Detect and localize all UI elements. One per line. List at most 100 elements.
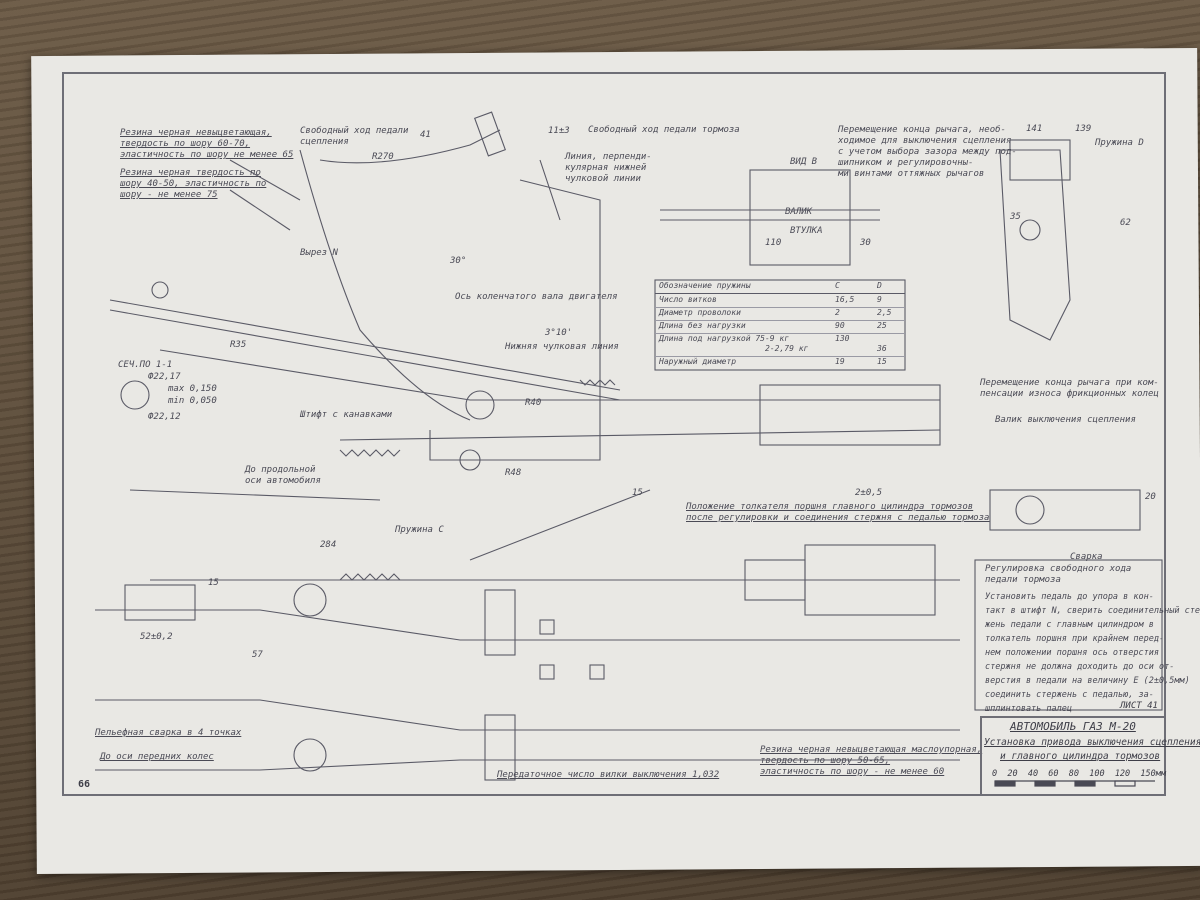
dim-r40: R40: [525, 398, 542, 408]
spring-d-box: [1009, 139, 1071, 181]
table-cell: 2,5: [877, 308, 892, 317]
title-block: [980, 716, 1164, 794]
note-rubber-bottom: Резина черная невыцветающая маслоупорная…: [760, 745, 983, 777]
table-cell: 2: [835, 308, 840, 317]
master-cylinder: [759, 384, 941, 446]
hole-1: [539, 619, 555, 635]
title-block-title: АВТОМОБИЛЬ ГАЗ М-20: [1010, 720, 1136, 733]
floor-outline: [429, 179, 601, 461]
title-block-subtitle-1: Установка привода выключения сцепления: [984, 737, 1200, 748]
table-row: Число витков 16,5 9: [655, 294, 905, 308]
dim-41: 41: [420, 130, 431, 140]
table-cell: 19: [835, 357, 845, 366]
label-pin-grooves: Штифт с канавками: [300, 410, 393, 420]
pedal-pad-brake: [473, 111, 507, 157]
table-row: Длина под нагрузкой 75-9 кг 130: [655, 333, 905, 346]
spring-c-upper: [579, 379, 616, 386]
rod-lower: [339, 429, 941, 441]
dim-11-3: 11±3: [548, 126, 570, 136]
table-row: Длина без нагрузки 90 25: [655, 320, 905, 334]
dim-110: 110: [765, 238, 782, 248]
table-cell: Число витков: [659, 295, 717, 304]
lower-line: [109, 309, 621, 401]
note-adjust-text: Установить педаль до упора в кон- такт в…: [985, 592, 1200, 714]
pedal-arm-brake: [319, 129, 501, 164]
table-header-c: C: [835, 281, 840, 290]
hole-3: [589, 664, 605, 680]
spring-lower: [339, 573, 401, 581]
note-gear-ratio: Передаточное число вилки выключения 1,03…: [497, 770, 720, 780]
hole-2: [539, 664, 555, 680]
dim-r48: R48: [505, 468, 522, 478]
dim-15b: 15: [632, 488, 643, 498]
table-cell: 2-2,79 кг: [765, 344, 809, 353]
label-section: СЕЧ.ПО 1-1: [118, 360, 173, 370]
table-cell: 90: [835, 321, 845, 330]
frame-rail-outer: [95, 759, 960, 771]
roller-lower: [293, 583, 327, 617]
lever-pivot: [1019, 219, 1041, 241]
table-header-d: D: [877, 281, 882, 290]
rod-main: [159, 349, 940, 401]
label-spring-d: Пружина D: [1095, 138, 1144, 148]
view-b-body: [749, 169, 851, 266]
dim-35: 35: [1010, 212, 1021, 222]
section-circle: [120, 380, 150, 410]
table-row: Наружный диаметр 19 15: [655, 356, 905, 369]
table-cell: 36: [877, 344, 887, 353]
lever-detail: [999, 149, 1071, 341]
table-cell: Длина под нагрузкой 75-9 кг: [659, 334, 790, 343]
dim-d22-12: Ф22,12: [148, 412, 181, 422]
table-cell: 25: [877, 321, 887, 330]
scale-bar: [994, 780, 1155, 787]
bracket-left: [124, 584, 196, 621]
shaft-assembly: [989, 489, 1141, 531]
table-cell: 9: [877, 295, 882, 304]
label-cut-n: Вырез N: [300, 248, 338, 258]
label-lower-line: Нижняя чулковая линия: [505, 342, 619, 352]
sheet-label: ЛИСТ 41: [1120, 701, 1158, 711]
label-sleeve: ВТУЛКА: [790, 226, 823, 236]
label-adjust-title: Регулировка свободного хода педали тормо…: [985, 564, 1132, 585]
label-longitudinal-axis: До продольной оси автомобиля: [245, 465, 321, 486]
scale-labels: 0 20 40 60 80 100 120 150мм: [992, 769, 1166, 779]
dim-15a: 15: [208, 578, 219, 588]
dim-r270: R270: [372, 152, 394, 162]
title-block-subtitle-2: и главного цилиндра тормозов: [1000, 751, 1161, 762]
table-cell: Диаметр проволоки: [659, 308, 741, 317]
table-cell: 15: [877, 357, 887, 366]
dim-r35: R35: [230, 340, 247, 350]
note-front-axle: До оси передних колес: [100, 752, 214, 762]
label-shaft-title: Валик выключения сцепления: [995, 415, 1136, 425]
note-free-travel-clutch: Свободный ход педали сцепления: [300, 126, 409, 147]
dim-3-10: 3°10': [545, 328, 573, 338]
table-outline: [654, 279, 906, 371]
note-welded: Пельефная сварка в 4 точках: [95, 728, 242, 738]
note-rubber-mid: Резина черная твердость по шору 40-50, э…: [120, 168, 267, 200]
spring-table: Обозначение пружины C D Число витков 16,…: [655, 280, 905, 370]
leader-1: [229, 159, 301, 201]
spring-upper: [339, 449, 401, 457]
pivot-left: [151, 281, 169, 299]
dim-30deg: 30°: [450, 256, 467, 266]
frame-rail-top: [95, 609, 960, 641]
label-spring-c: Пружина С: [395, 525, 444, 535]
label-view-b: ВИД В: [790, 157, 818, 167]
label-assembly: Сварка: [1070, 552, 1103, 562]
dim-2-05: 2±0,5: [855, 488, 883, 498]
roller-bottom: [293, 738, 327, 772]
note-comp-lever: Перемещение конца рычага при ком- пенсац…: [980, 378, 1159, 399]
note-free-travel-brake: Свободный ход педали тормоза: [588, 125, 740, 135]
table-cell: Наружный диаметр: [659, 357, 737, 366]
frame-rail-bottom: [95, 699, 960, 731]
linkage-shaft-2: [129, 489, 381, 501]
dim-52: 52±0,2: [140, 632, 173, 642]
dim-30: 30: [860, 238, 871, 248]
dim-min: min 0,050: [168, 396, 217, 406]
rod-diagonal: [469, 489, 651, 561]
note-rubber-top: Резина черная невыцветающая, твердость п…: [120, 128, 294, 160]
note-perp-line: Линия, перпенди- кулярная нижней чулково…: [565, 152, 652, 184]
table-cell: Длина без нагрузки: [659, 321, 746, 330]
dim-d22-17: Ф22,17: [148, 372, 181, 382]
